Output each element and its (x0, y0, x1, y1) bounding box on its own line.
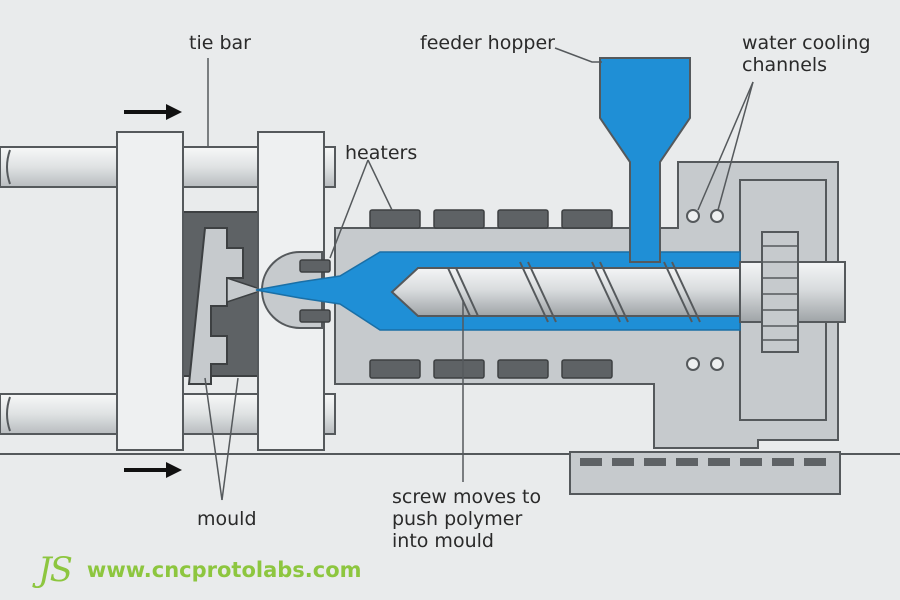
mould (182, 211, 266, 385)
heater-bands (299, 209, 613, 379)
cooling-holes (686, 209, 724, 371)
moving-platen (116, 131, 184, 451)
feeder-hopper (599, 57, 691, 263)
base-slots (580, 458, 826, 466)
label-feeder-hopper: feeder hopper (420, 32, 555, 54)
arrow-top (124, 104, 182, 120)
label-tie-bar: tie bar (189, 32, 251, 54)
label-water-cooling-channels: water cooling channels (742, 32, 871, 76)
label-mould: mould (197, 508, 257, 530)
footer-brand: JS www.cncprotolabs.com (38, 548, 362, 592)
label-screw: screw moves to push polymer into mould (392, 486, 542, 552)
website-link[interactable]: www.cncprotolabs.com (86, 558, 362, 582)
leader-lines (204, 47, 754, 501)
arrow-bottom (124, 462, 182, 478)
label-heaters: heaters (345, 142, 418, 164)
screw (390, 231, 846, 353)
brand-logo: JS (38, 550, 73, 590)
